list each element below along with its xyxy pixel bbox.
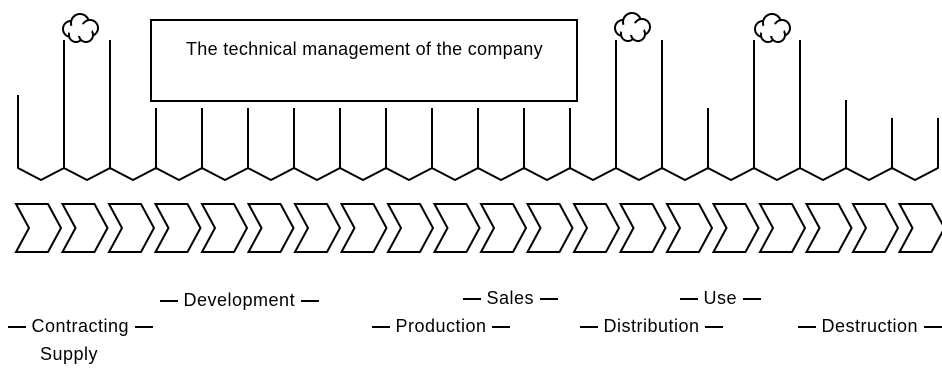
stage-sales-label: Sales — [486, 288, 535, 308]
smoke-clouds — [62, 12, 791, 43]
chevron-arrow — [711, 203, 760, 253]
stage-production-label: Production — [395, 316, 487, 336]
cloud-core — [760, 24, 784, 36]
dash — [8, 326, 26, 329]
stage-supply: Supply — [40, 344, 98, 364]
dash — [160, 300, 178, 303]
stage-use-label: Use — [703, 288, 738, 308]
technical-management-box: The technical management of the company — [150, 19, 578, 102]
stage-development-label: Development — [183, 290, 296, 310]
technical-management-title: The technical management of the company — [186, 39, 543, 59]
chevron-arrow — [525, 203, 574, 253]
stage-distribution-label: Distribution — [603, 316, 700, 336]
dash — [580, 326, 598, 329]
stage-destruction-label: Destruction — [821, 316, 919, 336]
chevron-arrow — [107, 203, 156, 253]
chevron-arrow — [60, 203, 109, 253]
stage-sales: Sales — [463, 288, 558, 308]
stage-use: Use — [680, 288, 761, 308]
chevron-arrow — [618, 203, 667, 253]
chevron-arrow — [572, 203, 621, 253]
stage-production: Production — [372, 316, 511, 336]
chevron-arrow — [14, 203, 63, 253]
smoke-cloud-icon — [62, 13, 99, 43]
cloud-core — [68, 24, 92, 36]
chevron-row — [14, 203, 942, 253]
stage-supply-label: Supply — [40, 344, 99, 364]
dash — [300, 300, 319, 303]
dash — [680, 298, 698, 301]
dash — [134, 326, 153, 329]
pipe-row — [17, 40, 939, 181]
cloud-core — [620, 23, 644, 35]
stage-contracting: Contracting — [8, 316, 153, 336]
chevron-arrow — [479, 203, 528, 253]
dash — [798, 326, 816, 329]
chevron-arrow — [897, 203, 942, 253]
stage-destruction: Destruction — [798, 316, 942, 336]
smoke-cloud-icon — [614, 12, 651, 42]
dash — [492, 326, 511, 329]
dash — [742, 298, 761, 301]
chevron-arrow — [432, 203, 481, 253]
dash — [372, 326, 390, 329]
chevron-arrow — [804, 203, 853, 253]
pipe-profile — [17, 40, 939, 181]
chevron-arrow — [293, 203, 342, 253]
chevron-arrow — [339, 203, 388, 253]
chevron-arrow — [386, 203, 435, 253]
smoke-cloud-icon — [754, 13, 791, 43]
chevron-arrow — [758, 203, 807, 253]
dash — [705, 326, 724, 329]
stage-development: Development — [160, 290, 319, 310]
chevron-arrow — [200, 203, 249, 253]
chevron-arrow — [153, 203, 202, 253]
chevron-arrow — [246, 203, 295, 253]
dash — [539, 298, 558, 301]
stage-contracting-label: Contracting — [31, 316, 130, 336]
dash — [923, 326, 942, 329]
dash — [463, 298, 481, 301]
stage-distribution: Distribution — [580, 316, 724, 336]
chevron-arrow — [665, 203, 714, 253]
chevron-arrow — [851, 203, 900, 253]
